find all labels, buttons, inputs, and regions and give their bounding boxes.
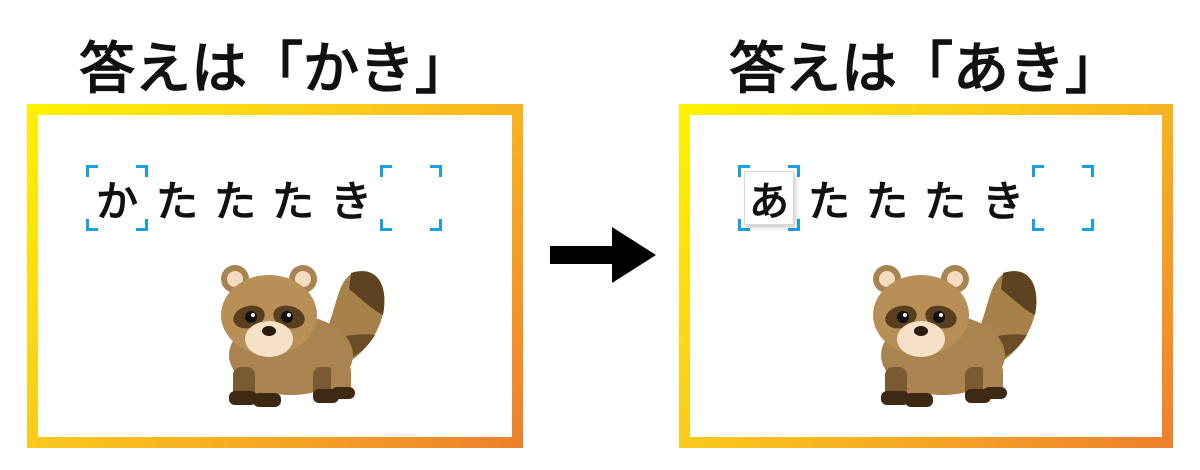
left-letter: た [271, 176, 314, 226]
right-word-row: あ た た た き [738, 163, 1094, 233]
left-letter: た [213, 176, 256, 226]
left-empty-slot[interactable] [380, 165, 442, 231]
right-empty-slot[interactable] [1032, 165, 1094, 231]
left-selected-slot[interactable]: か [86, 165, 148, 231]
bracket-corner [380, 219, 392, 231]
bracket-corner [1032, 219, 1044, 231]
bracket-corner [430, 219, 442, 231]
right-selected-slot[interactable]: あ [738, 165, 800, 231]
tanuki-illustration [873, 265, 1037, 407]
left-frame: か た た た き [27, 104, 523, 448]
bracket-corner [1082, 165, 1094, 177]
left-card: か た た た き [38, 115, 512, 437]
left-letter: た [155, 176, 198, 226]
bracket-corner [738, 219, 750, 231]
right-card: あ た た た き [690, 115, 1162, 437]
right-title: 答えは「あき」 [729, 37, 1121, 102]
left-slot-char: か [95, 176, 138, 226]
right-letter: た [923, 176, 966, 226]
bracket-corner [430, 165, 442, 177]
bracket-corner [1082, 219, 1094, 231]
right-letter: た [865, 176, 908, 226]
left-word-row: か た た た き [86, 163, 442, 233]
bracket-corner [1032, 165, 1044, 177]
bracket-corner [380, 165, 392, 177]
letter-tile[interactable]: あ [744, 171, 794, 225]
bracket-corner [136, 165, 148, 177]
right-frame: あ た た た き [679, 104, 1173, 448]
right-letter: た [807, 176, 850, 226]
tile-char: あ [749, 179, 789, 225]
right-arrow-icon [550, 227, 656, 283]
left-letter: き [329, 176, 372, 226]
bracket-corner [788, 165, 800, 177]
bracket-corner [86, 219, 98, 231]
right-letter: き [981, 176, 1024, 226]
bracket-corner [136, 219, 148, 231]
tanuki-illustration [221, 265, 385, 407]
left-title: 答えは「かき」 [79, 37, 471, 102]
bracket-corner [86, 165, 98, 177]
bracket-corner [788, 219, 800, 231]
bracket-corner [738, 165, 750, 177]
